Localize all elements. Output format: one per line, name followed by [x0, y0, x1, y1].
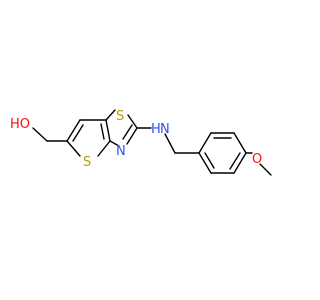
bond-c5-c6-inner	[72, 124, 84, 142]
bond-ar3-ar4	[233, 132, 247, 154]
methoxy-oxygen-label: O	[252, 152, 262, 167]
atom-labels: HO S S N H N O	[10, 109, 262, 170]
bond-ar1-ar2	[198, 132, 212, 154]
bond-s1-c2	[127, 114, 138, 129]
bond-c6a-c3a-inner	[100, 123, 105, 140]
thiazole-nitrogen-label: N	[116, 144, 126, 159]
bond-ar4-ar5-inner	[229, 152, 241, 170]
bond-ar4-ar5	[233, 152, 247, 174]
bond-c2-n3	[126, 127, 138, 145]
thiazole-sulfur-label: S	[116, 109, 124, 124]
amine-nitrogen-label: N	[160, 122, 170, 137]
amine-hydrogen-label: H	[151, 122, 161, 137]
bond-c2-n3-inner	[122, 124, 133, 140]
bond-ar6-ar1-inner	[204, 152, 215, 169]
bond-c6a-s1	[105, 109, 116, 121]
bond-o-ch2	[32, 127, 48, 142]
bond-o-ch3	[259, 163, 272, 176]
bond-n3-c3a	[109, 140, 120, 147]
bond-ar6-ar1	[198, 152, 212, 174]
bond-c5-c6	[66, 119, 81, 142]
bond-nh-ch2	[164, 133, 176, 154]
thiophene-sulfur-label: S	[83, 155, 91, 170]
bond-network	[32, 109, 272, 176]
hydroxyl-label: HO	[10, 117, 30, 132]
bond-c6a-c3a	[105, 119, 111, 142]
molecule-structure-diagram: HO S S N H N O	[10, 109, 272, 176]
bond-c3a-s4	[97, 140, 111, 157]
bond-s4-c5	[66, 140, 81, 157]
